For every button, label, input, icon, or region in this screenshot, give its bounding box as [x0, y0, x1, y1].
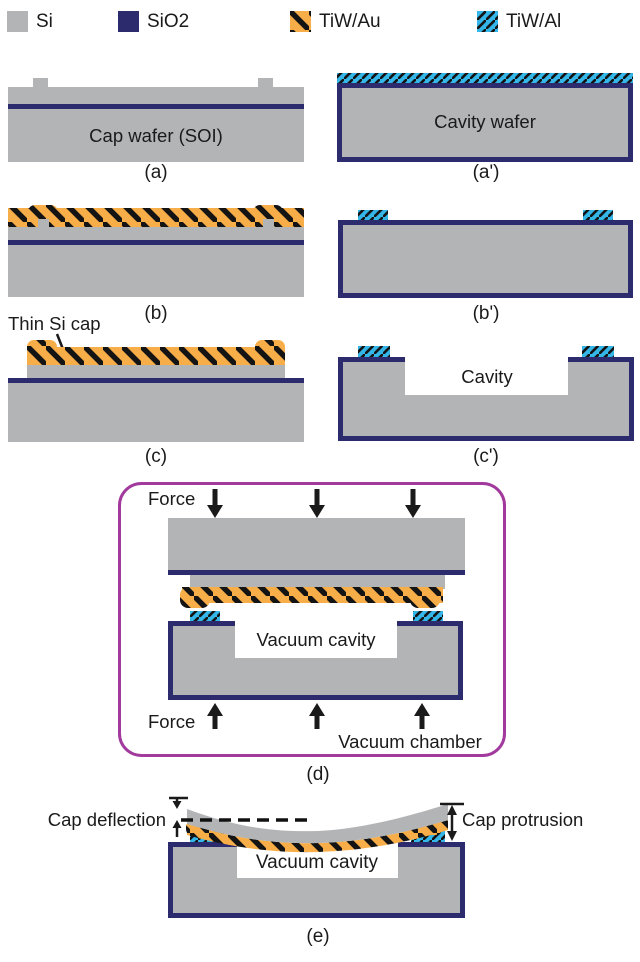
cap-protrusion-dimension-icon: [440, 802, 464, 841]
force-bottom-label: Force: [148, 711, 195, 732]
thin-si-cap-layer: [190, 575, 445, 589]
vacuum-cavity: [235, 620, 397, 658]
si-bump: [33, 78, 48, 88]
legend-item-tiw-au: TiW/Au: [290, 10, 381, 33]
panel-b-drawing: [8, 205, 304, 297]
si-swatch-icon: [7, 11, 28, 32]
tiw-al-pad: [358, 210, 388, 220]
etched-cavity: [405, 354, 568, 395]
caption-d: (d): [306, 764, 330, 785]
caption-b: (b): [144, 303, 168, 324]
panel-c-drawing: Thin Si cap: [8, 313, 304, 442]
tiw-au-layer: [182, 587, 443, 603]
tiw-au-swatch-icon: [290, 11, 311, 32]
panel-d-drawing: Force Vacuum cavity Force Vacuum chamber: [118, 482, 506, 757]
legend-item-sio2: SiO2: [118, 10, 189, 33]
cavity-wafer-body: [337, 83, 633, 162]
thin-si-cap-annotation: Thin Si cap: [8, 313, 101, 334]
tiw-al-pad: [583, 210, 613, 220]
panel-a-prime-drawing: Cavity wafer: [337, 73, 633, 162]
panel-c-prime-drawing: Cavity: [338, 346, 634, 441]
si-handle-body: [8, 109, 304, 162]
tiw-al-pad: [190, 611, 220, 621]
tiw-au-layer: [8, 208, 304, 227]
cavity-label: Cavity: [461, 366, 513, 387]
si-bump-core: [38, 219, 49, 227]
legend-label-si: Si: [36, 11, 53, 32]
caption-e: (e): [306, 926, 330, 947]
caption-c-prime: (c'): [473, 446, 499, 467]
si-handle-body: [8, 245, 304, 297]
vacuum-chamber-outline: [118, 482, 506, 757]
thin-si-cap-layer: [27, 365, 285, 378]
si-device-layer: [8, 227, 304, 240]
tiw-al-pad: [413, 611, 443, 621]
vacuum-cavity-label: Vacuum cavity: [256, 852, 379, 873]
vacuum-chamber-label: Vacuum chamber: [338, 731, 482, 752]
tiw-al-pad: [358, 346, 390, 357]
sio2-buried-oxide: [8, 240, 304, 245]
sio2-buried-oxide: [168, 570, 465, 575]
caption-a: (a): [144, 162, 168, 183]
legend-label-sio2: SiO2: [147, 11, 190, 32]
tiw-au-layer: [27, 347, 285, 365]
force-down-arrows-icon: [207, 489, 421, 518]
deflected-si-cap: [187, 804, 448, 844]
legend-label-tiw-au: TiW/Au: [319, 11, 381, 32]
cap-deflection-label: Cap deflection: [48, 809, 166, 830]
sio2-buried-oxide: [8, 378, 304, 383]
tiw-au-layer: [187, 820, 448, 853]
si-device-layer: [8, 87, 304, 104]
si-bump-core: [263, 219, 274, 227]
force-up-arrows-icon: [207, 703, 430, 729]
caption-b-prime: (b'): [472, 303, 500, 324]
cavity-wafer-label: Cavity wafer: [434, 111, 536, 132]
tiw-al-layer: [337, 73, 633, 84]
panel-a-drawing: Cap wafer (SOI): [8, 78, 304, 162]
cavity-wafer-body: [338, 220, 633, 298]
sio2-swatch-icon: [118, 11, 139, 32]
tiw-al-swatch-icon: [477, 11, 498, 32]
panel-b-prime-drawing: [338, 210, 633, 298]
flipped-cap-handle: [168, 518, 465, 570]
cap-protrusion-label: Cap protrusion: [462, 809, 583, 830]
cap-deflection-dimension-icon: [169, 796, 188, 837]
si-bump: [258, 78, 273, 88]
legend-item-si: Si: [7, 10, 53, 33]
sio2-buried-oxide: [8, 104, 304, 109]
si-handle-body: [8, 383, 304, 442]
caption-a-prime: (a'): [472, 162, 500, 183]
legend-label-tiw-al: TiW/Al: [506, 11, 562, 32]
caption-c: (c): [144, 446, 168, 467]
tiw-al-pad: [582, 346, 614, 357]
force-top-label: Force: [148, 488, 195, 509]
panel-e-drawing: Vacuum cavity Cap deflection Cap protrus…: [48, 796, 583, 918]
cap-wafer-label: Cap wafer (SOI): [89, 125, 223, 146]
legend-item-tiw-al: TiW/Al: [477, 10, 561, 33]
vacuum-cavity-label: Vacuum cavity: [257, 629, 377, 650]
